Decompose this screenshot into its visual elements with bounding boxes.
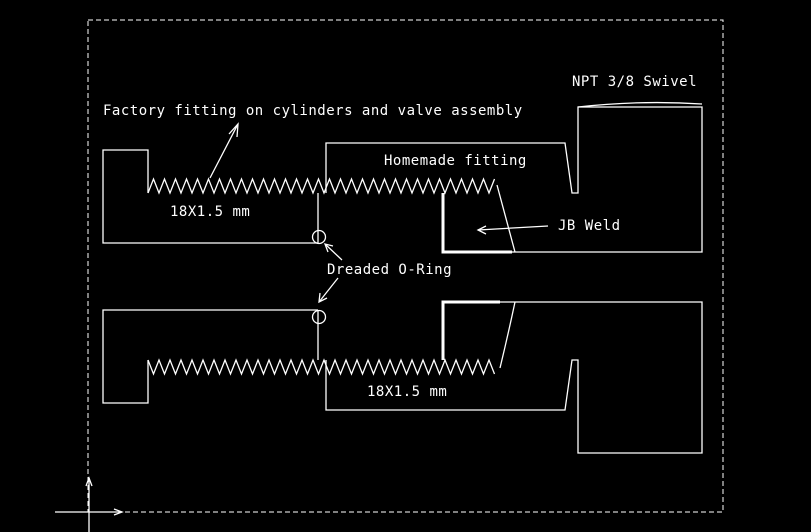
oring-bottom [311, 309, 327, 325]
label-oring: Dreaded O-Ring [327, 262, 452, 278]
thread-bottom [147, 358, 496, 376]
homemade-fitting-bottom [325, 301, 703, 454]
label-thread-top: 18X1.5 mm [170, 204, 250, 220]
label-thread-bottom: 18X1.5 mm [367, 384, 447, 400]
leader-oring-bottom [318, 277, 339, 304]
label-jb-weld: JB Weld [558, 218, 621, 234]
ucs-axis-icon [55, 476, 124, 532]
factory-fitting-top [102, 149, 318, 244]
leader-jb-weld [476, 225, 549, 235]
label-factory-fitting: Factory fitting on cylinders and valve a… [103, 103, 523, 119]
factory-fitting-bottom [102, 309, 318, 404]
thread-top [147, 177, 496, 195]
jb-weld-top [441, 193, 512, 254]
jb-weld-bottom [441, 300, 500, 360]
label-homemade-fitting: Homemade fitting [384, 153, 527, 169]
oring-top [311, 229, 327, 245]
label-npt-swivel: NPT 3/8 Swivel [572, 74, 697, 90]
leader-factory [209, 122, 239, 179]
leader-oring-top [323, 243, 343, 261]
weld-profile-top [496, 184, 516, 253]
weld-profile-bottom [499, 301, 516, 369]
homemade-fitting-top [325, 106, 703, 253]
drawing-border [87, 19, 724, 513]
swivel-top-edge [577, 101, 703, 108]
